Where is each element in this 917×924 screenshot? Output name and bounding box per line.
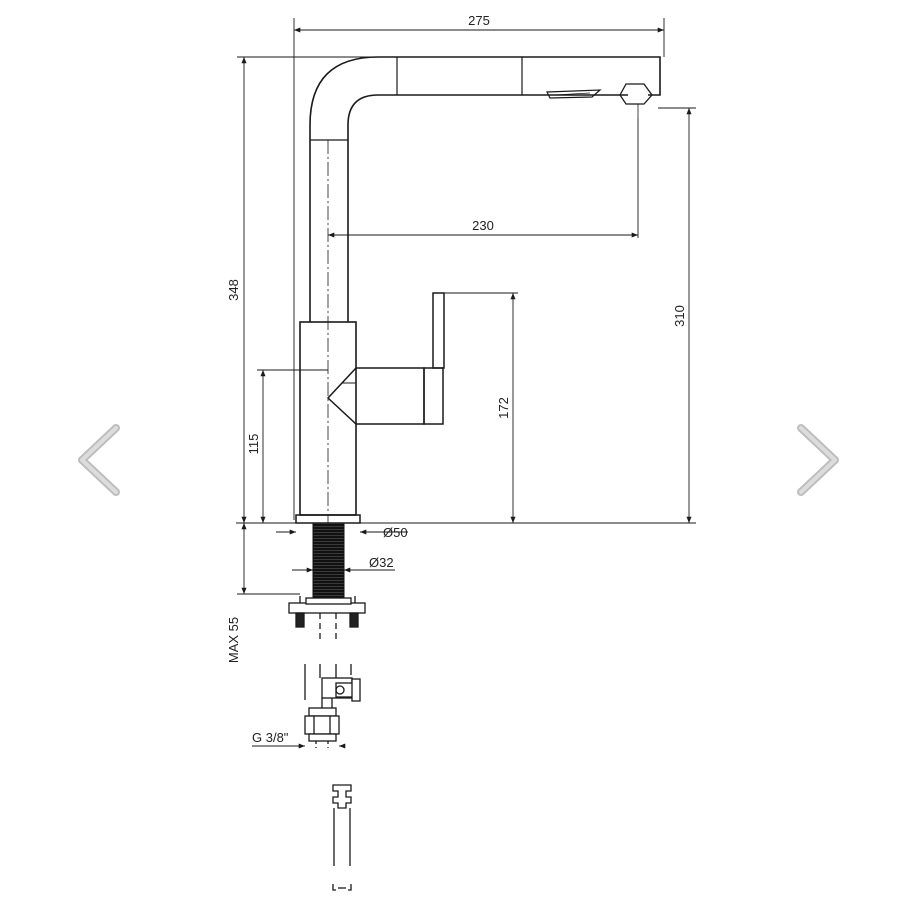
next-image-button[interactable] xyxy=(795,420,845,500)
dim-shank-diameter: Ø32 xyxy=(369,555,394,570)
lever-end xyxy=(423,367,444,425)
center-lines xyxy=(327,104,639,600)
dim-outlet-height: 310 xyxy=(672,305,687,327)
sprayer-nozzle xyxy=(619,83,653,105)
spout-inner xyxy=(347,94,628,322)
chevron-left-icon xyxy=(78,424,120,496)
dim-lever-height: 172 xyxy=(496,397,511,419)
threaded-shank xyxy=(312,522,345,599)
lever-handle xyxy=(432,292,445,369)
dimension-labels: 275 230 348 310 172 115 MAX 55 Ø50 Ø32 G… xyxy=(226,13,687,745)
mounting-bracket xyxy=(288,596,366,640)
supply-connection xyxy=(304,664,361,891)
dim-spout-reach: 230 xyxy=(472,218,494,233)
sprayer-button xyxy=(546,89,602,99)
dim-base-diameter: Ø50 xyxy=(383,525,408,540)
dim-lever-axis-height: 115 xyxy=(246,434,261,455)
lever-arm xyxy=(326,367,425,425)
dimension-lines xyxy=(236,18,696,749)
chevron-right-icon xyxy=(797,424,839,496)
dim-total-height: 348 xyxy=(226,279,241,301)
dim-total-width: 275 xyxy=(468,13,490,28)
spout-outer xyxy=(309,56,661,322)
previous-image-button[interactable] xyxy=(72,420,122,500)
dim-max-counter: MAX 55 xyxy=(226,617,241,663)
dim-connection-thread: G 3/8" xyxy=(252,730,289,745)
faucet-outline xyxy=(295,56,661,524)
